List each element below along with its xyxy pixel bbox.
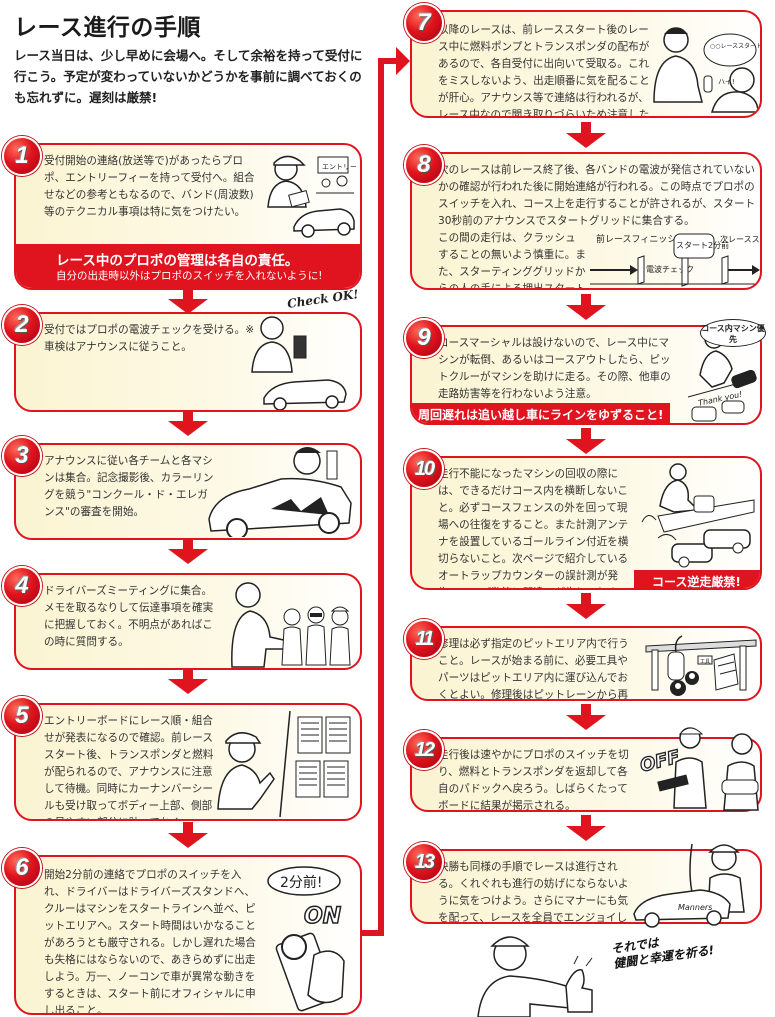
step-7-badge: 7	[404, 3, 444, 43]
arrow-down-icon	[168, 288, 208, 314]
step-12-number: 12	[414, 738, 435, 761]
tools-label: 工具	[700, 659, 710, 665]
step-8-box: 次のレースは前レース終了後、各バンドの電波が発信されていないかの確認が行われた後…	[410, 152, 762, 290]
step-10-banner-title: コース逆走厳禁!	[652, 575, 741, 589]
step-1-banner-title: レース中のプロポの管理は各自の責任。	[56, 253, 299, 269]
connector-line	[378, 58, 398, 64]
thumbs-up-person-illustration-icon	[477, 936, 593, 1017]
step-2-box: 受付ではプロポの電波チェックを受ける。※車検はアナウンスに従うこと。	[14, 312, 362, 412]
start-2min-label: スタート2分前	[676, 240, 729, 250]
step-6-text: 開始2分前の連絡でプロポのスイッチを入れ、ドライバーはドライバーズスタンドへ、ク…	[44, 869, 256, 1015]
reception-sign: エントリー受付	[322, 162, 356, 171]
step-1-box: 受付開始の連絡(放送等で)があったらプロポ、エントリーフィーを持って受付へ。組合…	[14, 143, 362, 290]
step-12-badge: 12	[404, 730, 444, 770]
step-6-box: 開始2分前の連絡でプロポのスイッチを入れ、ドライバーはドライバーズスタンドへ、ク…	[14, 855, 362, 1015]
step-4-text: ドライバーズミーティングに集合。メモを取るなりして伝達事項を確実に把握しておく。…	[44, 585, 214, 648]
car-and-trophy-illustration-icon	[208, 447, 352, 537]
step-9-banner: 周回遅れは追い越し車にラインをゆずること!	[412, 403, 670, 423]
step-12-box: 走行後は速やかにプロポのスイッチを切り、燃料とトランスポンダを返却して各自のパド…	[410, 737, 762, 812]
step-4-box: ドライバーズミーティングに集合。メモを取るなりして伝達事項を確実に把握しておく。…	[14, 573, 362, 670]
step-5-box: エントリーボードにレース順・組合せが発表になるので確認。前レーススタート後、トラ…	[14, 703, 362, 821]
step-11-badge: 11	[404, 619, 444, 659]
check-ok-speech: Check OK!	[286, 287, 360, 311]
step-1-banner: レース中のプロポの管理は各自の責任。 自分の出走時以外はプロポのスイッチを入れな…	[16, 244, 360, 288]
arrow-down-icon	[168, 538, 208, 564]
manners-label: Manners	[678, 903, 712, 912]
arrow-down-icon	[566, 704, 606, 730]
on-label: ON	[304, 904, 341, 929]
step-3-badge: 3	[2, 436, 42, 476]
step-4-badge: 4	[2, 566, 42, 606]
step-9-box: コースマーシャルは設けないので、レース中にマシンが転倒、あるいはコースアウトした…	[410, 325, 762, 425]
crew-running-illustration-icon: Thank you!	[687, 329, 757, 422]
step-12-text: 走行後は速やかにプロポのスイッチを切り、燃料とトランスポンダを返却して各自のパド…	[438, 749, 629, 812]
step-5-text: エントリーボードにレース順・組合せが発表になるので確認。前レーススタート後、トラ…	[44, 715, 214, 819]
step-1-banner-sub: 自分の出走時以外はプロポのスイッチを入れないように!	[56, 270, 323, 282]
finish-label: 前レースフィニッシュ	[596, 233, 685, 245]
step-9-banner-title: 周回遅れは追い越し車にラインをゆずること!	[418, 408, 664, 422]
arrow-down-icon	[168, 668, 208, 694]
step-7-box: 以降のレースは、前レーススタート後のレース中に燃料ポンプとトランスポンダの配布が…	[410, 10, 762, 118]
arrow-down-icon	[566, 294, 606, 320]
start-procedure-diagram-icon: 前レースフィニッシュ 電波チェック スタート2分前 次レーススタート	[590, 233, 762, 287]
step-10-badge: 10	[404, 449, 444, 489]
race-started-speech: ○○レーススタートしました!!	[710, 42, 760, 50]
step-3-box: アナウンスに従い各チームと各マシンは集合。記念撮影後、カラーリングを競う"コンク…	[14, 443, 362, 540]
arrow-down-icon	[566, 593, 606, 619]
manners-car-illustration-icon: Manners	[633, 843, 745, 928]
step-9-badge: 9	[404, 318, 444, 358]
step-8-badge: 8	[404, 145, 444, 185]
step-10-text: 走行不能になったマシンの回収の際には、できるだけコース内を横断しないこと。必ずコ…	[438, 468, 629, 588]
step-11-number: 11	[415, 627, 435, 650]
step-11-text: 修理は必ず指定のピットエリア内で行うこと。レースが始まる前に、必要工具やパーツは…	[438, 638, 629, 701]
step-8-text-wide: 次のレースは前レース終了後、各バンドの電波が発信されていないかの確認が行われた後…	[438, 164, 756, 227]
intro-text: レース当日は、少し早めに会場へ。そして余裕を持って受付に行こう。予定が変わってい…	[14, 48, 363, 105]
page-title: レース進行の手順	[14, 15, 201, 41]
switch-off-illustration-icon: OFF	[637, 727, 759, 811]
step-2-badge: 2	[2, 305, 42, 345]
connector-line	[378, 58, 384, 936]
step-1-badge: 1	[2, 136, 42, 176]
step-10-number: 10	[414, 457, 435, 480]
step-11-box: 修理は必ず指定のピットエリア内で行うこと。レースが始まる前に、必要工具やパーツは…	[410, 626, 762, 701]
arrow-down-icon	[566, 815, 606, 841]
two-minutes-speech: 2分前!	[280, 874, 323, 891]
drivers-meeting-illustration-icon	[231, 582, 351, 668]
course-priority-bubble: コース内マシン優先	[700, 319, 766, 347]
step-10-box: 走行不能になったマシンの回収の際には、できるだけコース内を横断しないこと。必ずコ…	[410, 456, 762, 590]
entry-board-illustration-icon	[217, 710, 351, 818]
next-start-label: 次レーススタート	[720, 234, 762, 244]
step-13-number: 13	[414, 850, 435, 873]
check-label: 電波チェック	[646, 264, 694, 274]
connector-line	[362, 930, 384, 936]
step-8-text-narrow: この間の走行は、クラッシュすることの無いよう慎重に。また、スターティンググリッド…	[438, 232, 586, 290]
step-9-text: コースマーシャルは設けないので、レース中にマシンが転倒、あるいはコースアウトした…	[438, 337, 671, 400]
arrow-down-icon	[566, 122, 606, 148]
step-13-text: 決勝も同様の手順でレースは進行される。くれぐれも進行の妨げにならないように気をつ…	[438, 861, 629, 924]
fence-jump-illustration-icon	[641, 463, 755, 568]
fuel-distribution-illustration-icon: ○○レーススタートしました!! ハイ!	[653, 27, 760, 113]
arrow-down-icon	[566, 428, 606, 454]
arrow-down-icon	[168, 822, 208, 848]
arrow-down-icon	[168, 410, 208, 436]
step-1-text: 受付開始の連絡(放送等で)があったらプロポ、エントリーフィーを持って受付へ。組合…	[44, 155, 255, 218]
step-7-text: 以降のレースは、前レーススタート後のレース中に燃料ポンプとトランスポンダの配布が…	[438, 24, 650, 118]
step-10-banner: コース逆走厳禁!	[634, 570, 760, 589]
step-13-badge: 13	[404, 842, 444, 882]
step-6-badge: 6	[2, 848, 42, 888]
arrow-right-icon	[396, 47, 410, 75]
transmitter-on-illustration-icon: 2分前! ON	[267, 866, 345, 1012]
reception-illustration-icon: エントリー受付	[267, 155, 356, 238]
closing-message: それでは 健闘と幸運を祈る!	[610, 928, 715, 972]
step-5-badge: 5	[2, 696, 42, 736]
step-2-text: 受付ではプロポの電波チェックを受ける。※車検はアナウンスに従うこと。	[44, 324, 255, 353]
reply-speech: ハイ!	[718, 78, 735, 86]
step-3-text: アナウンスに従い各チームと各マシンは集合。記念撮影後、カラーリングを競う"コンク…	[44, 455, 214, 518]
pit-tools-illustration-icon: 工具	[645, 635, 757, 696]
radio-check-illustration-icon	[251, 316, 347, 410]
